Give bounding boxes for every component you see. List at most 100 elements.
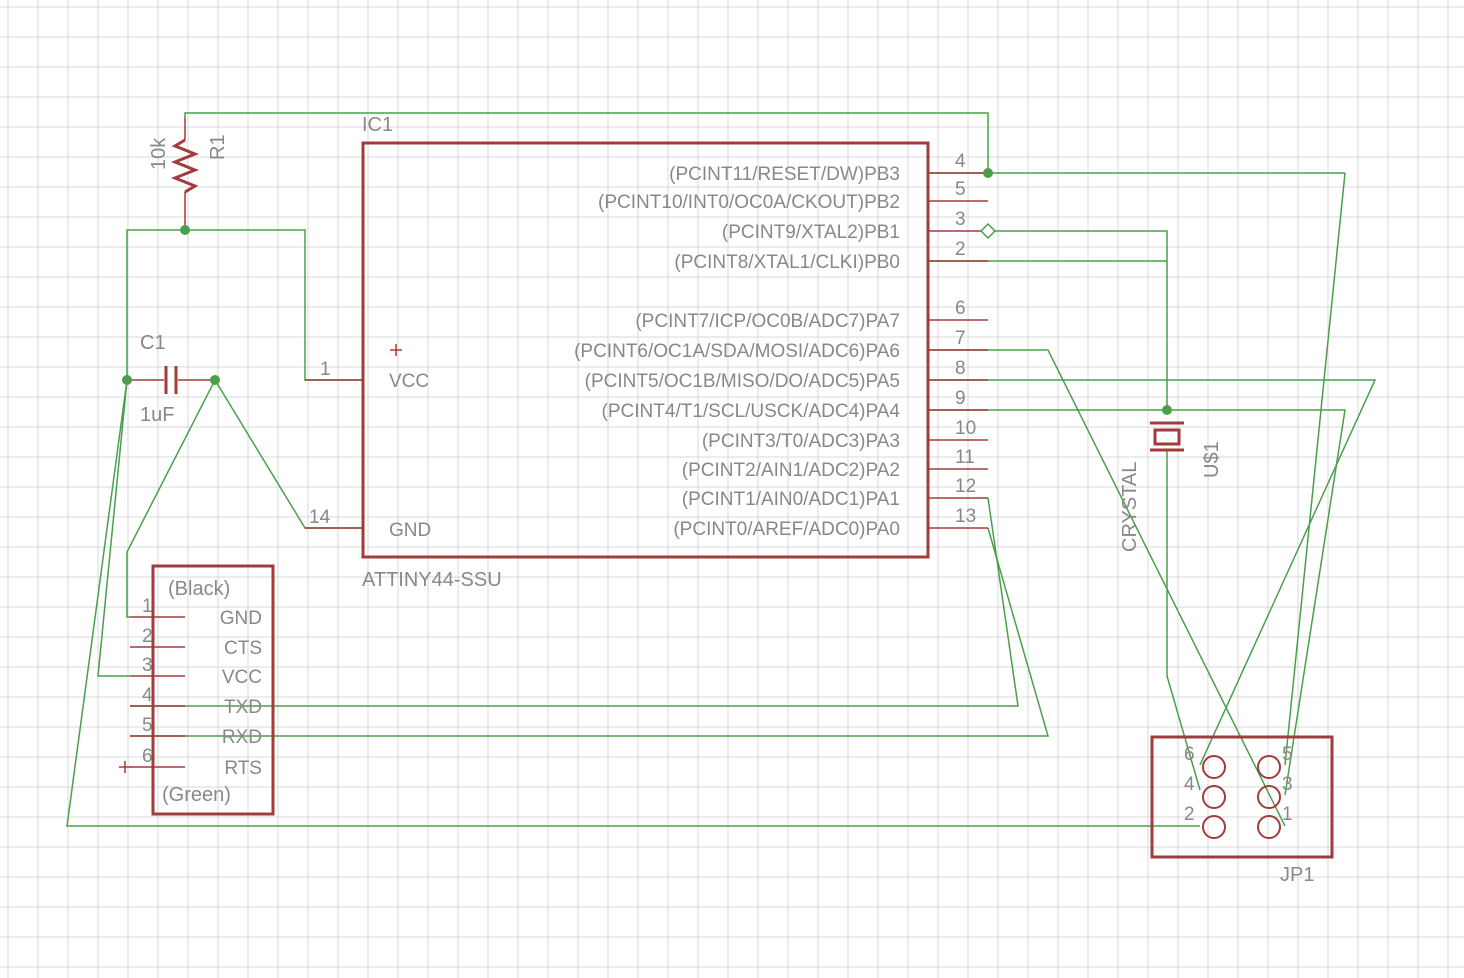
jp1-name: JP1 bbox=[1280, 864, 1314, 886]
ftdi-pin-num: 2 bbox=[142, 626, 153, 647]
crystal-part[interactable]: CRYSTAL U$1 bbox=[1119, 421, 1223, 552]
jp1-pad bbox=[1257, 815, 1281, 839]
ic1-pin-num: 2 bbox=[955, 239, 966, 260]
wire-reset-top bbox=[184, 112, 989, 173]
ic1-pin-num: 11 bbox=[955, 447, 975, 468]
ftdi-pin-label: RTS bbox=[224, 758, 262, 779]
wire-vcc-left bbox=[126, 229, 185, 380]
wire-crystal-down bbox=[1166, 450, 1201, 791]
wire-reset-jp1 bbox=[1284, 172, 1346, 766]
wire-pa5-miso bbox=[928, 379, 1377, 766]
ic1-pin-num: 9 bbox=[955, 388, 966, 409]
ic1-pin-num: 12 bbox=[955, 476, 976, 497]
ic1-pin-label: (PCINT10/INT0/OC0A/CKOUT)PB2 bbox=[598, 192, 900, 213]
ic1-pin-label: (PCINT2/AIN1/ADC2)PA2 bbox=[682, 460, 900, 481]
junction-vcc bbox=[180, 225, 190, 235]
ic1-pin-label: (PCINT6/OC1A/SDA/MOSI/ADC6)PA6 bbox=[574, 341, 900, 362]
jp1-pin-num-left: 2 bbox=[1184, 804, 1195, 825]
wire-pa6-mosi bbox=[928, 349, 1286, 827]
ftdi-pin-num: 3 bbox=[142, 655, 153, 676]
ic1-value: ATTINY44-SSU bbox=[362, 569, 502, 591]
jp1-pad bbox=[1257, 785, 1281, 809]
ic1-pin-num: 6 bbox=[955, 298, 966, 319]
wire-gnd-left bbox=[66, 379, 1200, 827]
ic1-pin-label: (PCINT7/ICP/OC0B/ADC7)PA7 bbox=[635, 311, 900, 332]
ic1-part[interactable]: IC1 ATTINY44-SSU 1 14 VCC GND 4(PCINT11/… bbox=[305, 114, 988, 591]
ic1-pin-num: 7 bbox=[955, 328, 966, 349]
crystal-value: CRYSTAL bbox=[1119, 462, 1141, 552]
ic1-pin-num: 5 bbox=[955, 179, 966, 200]
jp1-pin-num-right: 1 bbox=[1282, 804, 1293, 825]
ic1-pin-label: (PCINT0/AREF/ADC0)PA0 bbox=[673, 519, 900, 540]
wire-gnd-ic bbox=[214, 379, 363, 529]
c1-value: 1uF bbox=[140, 404, 174, 426]
junction-c1-right bbox=[210, 375, 220, 385]
ic1-pin-label: (PCINT9/XTAL2)PB1 bbox=[722, 222, 900, 243]
wire-pa4-sck bbox=[928, 409, 1346, 796]
jp1-pin-num-right: 3 bbox=[1282, 774, 1293, 795]
ftdi-pin-num: 6 bbox=[142, 746, 153, 767]
r1-name: R1 bbox=[207, 134, 229, 160]
jp1-pin-num-left: 4 bbox=[1184, 774, 1195, 795]
ftdi-pin-label: VCC bbox=[222, 667, 262, 688]
jp1-pin-num-left: 6 bbox=[1184, 744, 1195, 765]
jp1-pad bbox=[1202, 785, 1226, 809]
r1-part[interactable]: 10k R1 bbox=[148, 118, 229, 230]
vcc-plus-mark bbox=[390, 344, 402, 356]
junction-reset bbox=[983, 168, 993, 178]
crystal-body bbox=[1153, 428, 1181, 446]
ic1-name: IC1 bbox=[362, 114, 393, 136]
ftdi-pin-num: 5 bbox=[142, 715, 153, 736]
ic1-pin-1-num: 1 bbox=[320, 359, 331, 380]
ic1-pin-num: 4 bbox=[955, 151, 966, 172]
wire-vcc-r1 bbox=[185, 229, 363, 381]
ic1-pin-label: (PCINT3/T0/ADC3)PA3 bbox=[702, 431, 900, 452]
ic1-pin-num: 8 bbox=[955, 358, 966, 379]
wire-vcc-ftdi bbox=[97, 379, 130, 677]
jp1-part[interactable]: JP1 6 5 4 3 2 1 bbox=[1150, 735, 1334, 886]
ic1-pin-num: 3 bbox=[955, 209, 966, 230]
ftdi-pin-label: CTS bbox=[224, 638, 262, 659]
ic1-pin-gnd-label: GND bbox=[389, 520, 431, 541]
jp1-body bbox=[1150, 735, 1334, 859]
ic1-pin-vcc-label: VCC bbox=[389, 371, 429, 392]
jp1-pin-num-right: 5 bbox=[1282, 744, 1293, 765]
ftdi-pin-num: 1 bbox=[142, 596, 153, 617]
ic1-pin-num: 10 bbox=[955, 418, 976, 439]
ic1-pin-num: 13 bbox=[955, 506, 976, 527]
r1-zigzag bbox=[170, 138, 200, 194]
ic1-pin-label: (PCINT4/T1/SCL/USCK/ADC4)PA4 bbox=[602, 401, 901, 422]
ftdi-plus-mark bbox=[119, 761, 131, 773]
ftdi-top-label: (Black) bbox=[168, 578, 230, 600]
ftdi-header-body bbox=[151, 564, 275, 816]
ftdi-pin-label: TXD bbox=[224, 697, 262, 718]
jp1-pins: 6 5 4 3 2 1 bbox=[1184, 744, 1293, 839]
r1-value: 10k bbox=[148, 137, 170, 170]
junction-pb1-open bbox=[979, 222, 997, 240]
ftdi-pin-label: GND bbox=[220, 608, 262, 629]
ic1-pin-label: (PCINT1/AIN0/ADC1)PA1 bbox=[682, 489, 900, 510]
wires bbox=[66, 112, 1377, 827]
c1-part[interactable]: C1 1uF bbox=[127, 332, 215, 426]
junctions bbox=[122, 168, 1172, 415]
ftdi-bottom-label: (Green) bbox=[162, 784, 231, 806]
ic1-right-pins: 4(PCINT11/RESET/DW)PB35(PCINT10/INT0/OC0… bbox=[574, 151, 988, 540]
crystal-name: U$1 bbox=[1201, 441, 1223, 478]
jp1-pad bbox=[1202, 815, 1226, 839]
ic1-pin-label: (PCINT5/OC1B/MISO/DO/ADC5)PA5 bbox=[585, 371, 900, 392]
jp1-pad bbox=[1202, 755, 1226, 779]
ic1-pin-label: (PCINT8/XTAL1/CLKI)PB0 bbox=[674, 252, 900, 273]
wire-pa1-txd bbox=[130, 497, 1019, 707]
ftdi-pin-label: RXD bbox=[222, 727, 262, 748]
jp1-pad bbox=[1257, 755, 1281, 779]
c1-name: C1 bbox=[140, 332, 166, 354]
ic1-pin-14-num: 14 bbox=[309, 507, 331, 528]
wire-gnd-ftdi bbox=[126, 379, 216, 618]
junction-crystal bbox=[1162, 405, 1172, 415]
junction-c1-left bbox=[122, 375, 132, 385]
wire-pa0-rxd bbox=[130, 527, 1049, 737]
